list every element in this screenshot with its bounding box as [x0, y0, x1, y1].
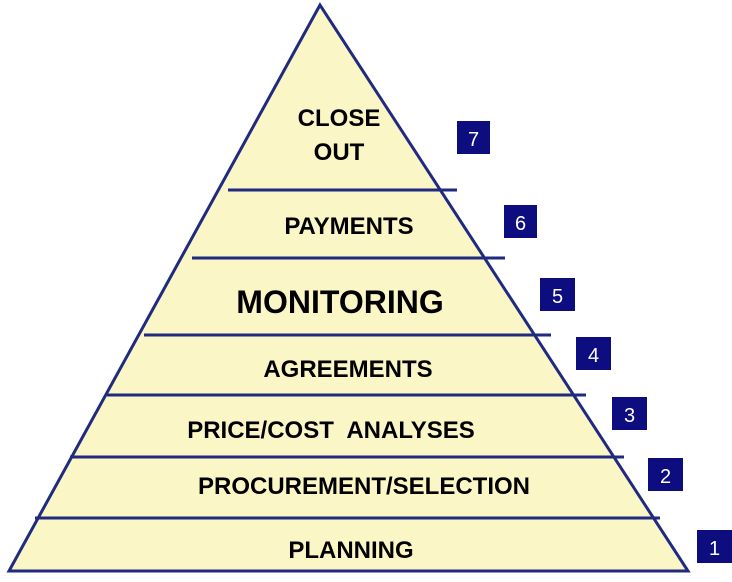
- level-label-close-out-line-2: OUT: [314, 139, 365, 166]
- level-badges: 7 6 5 4 3 2 1: [457, 121, 732, 563]
- level-label-procurement: PROCUREMENT/SELECTION: [198, 473, 530, 500]
- badge-number-1: 1: [709, 538, 720, 560]
- level-label-agreements: AGREEMENTS: [263, 356, 432, 383]
- level-labels: CLOSE OUT PAYMENTS MONITORING AGREEMENTS PRIC…: [187, 105, 530, 564]
- level-label-payments: PAYMENTS: [284, 213, 413, 240]
- level-badge-1: 1: [697, 530, 732, 563]
- badge-number-2: 2: [660, 466, 671, 488]
- level-label-planning: PLANNING: [288, 537, 413, 564]
- badge-number-7: 7: [468, 129, 479, 151]
- badge-number-6: 6: [515, 213, 526, 235]
- pyramid-dividers: [35, 188, 660, 520]
- badge-box-7: [457, 121, 490, 154]
- level-badge-2: 2: [648, 458, 683, 491]
- level-label-price-cost: PRICE/COST ANALYSES: [187, 417, 475, 444]
- badge-box-2: [648, 458, 683, 491]
- level-badge-7: 7: [457, 121, 490, 154]
- pyramid-body: [6, 2, 691, 573]
- badge-number-4: 4: [588, 345, 599, 367]
- badge-box-6: [504, 205, 537, 238]
- level-badge-5: 5: [540, 278, 575, 311]
- badge-number-3: 3: [624, 405, 635, 427]
- badge-box-4: [576, 337, 611, 370]
- level-badge-6: 6: [504, 205, 537, 238]
- level-badge-4: 4: [576, 337, 611, 370]
- level-badge-3: 3: [612, 397, 647, 430]
- badge-number-5: 5: [552, 286, 563, 308]
- badge-box-5: [540, 278, 575, 311]
- badge-box-1: [697, 530, 732, 563]
- level-label-close-out-line-1: CLOSE: [298, 105, 381, 132]
- badge-box-3: [612, 397, 647, 430]
- level-label-monitoring: MONITORING: [236, 284, 443, 320]
